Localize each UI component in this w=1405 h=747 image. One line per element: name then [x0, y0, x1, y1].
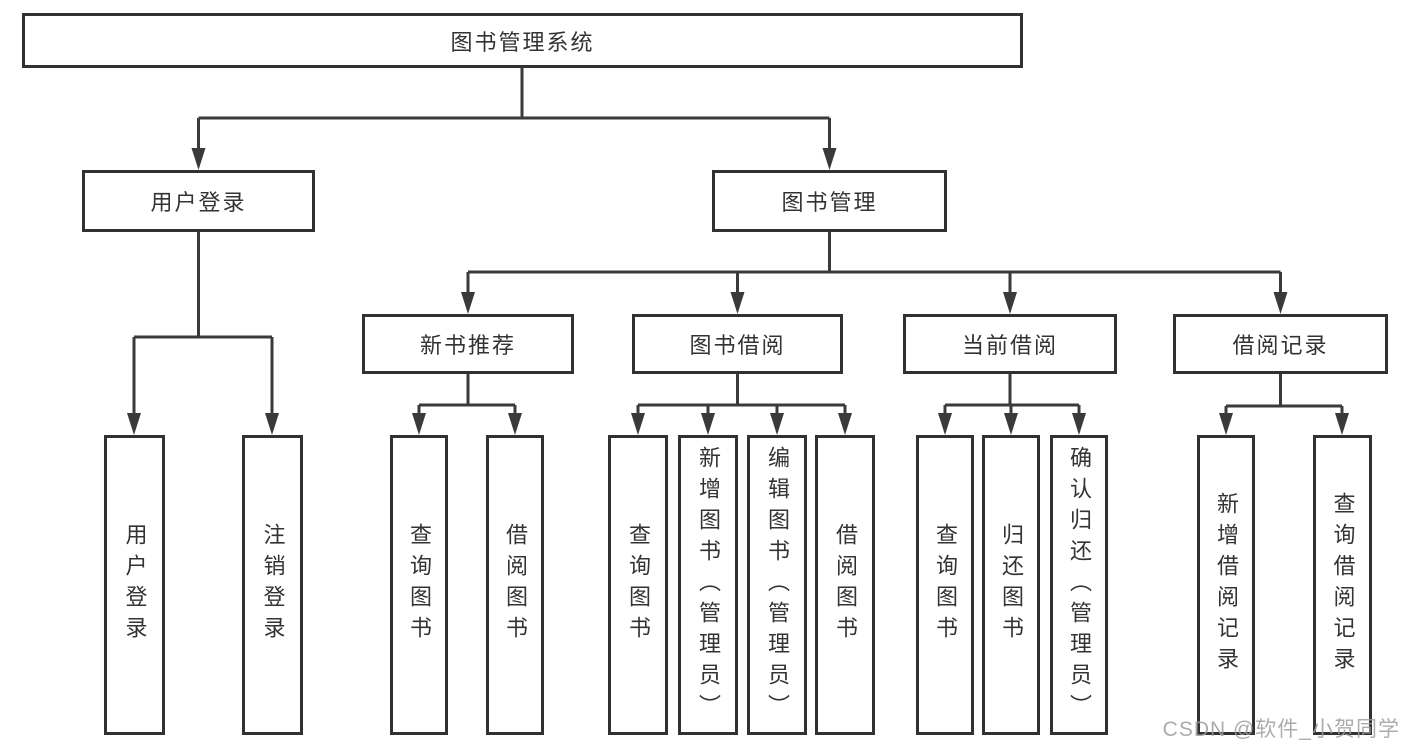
- leaf-edit-book-admin-label: 编辑图书（管理员）: [765, 445, 790, 725]
- leaf-user-login: 用户登录: [104, 435, 165, 735]
- leaf-add-borrow-record: 新增借阅记录: [1197, 435, 1255, 735]
- leaf-query-books-borrow: 查询图书: [608, 435, 668, 735]
- leaf-borrow-books: 借阅图书: [815, 435, 875, 735]
- leaf-query-books-recommend-label: 查询图书: [407, 523, 432, 647]
- node-current-borrow: 当前借阅: [903, 314, 1117, 374]
- leaf-logout: 注销登录: [242, 435, 303, 735]
- leaf-borrow-books-recommend: 借阅图书: [486, 435, 544, 735]
- leaf-query-books-recommend: 查询图书: [390, 435, 448, 735]
- leaf-edit-book-admin: 编辑图书（管理员）: [747, 435, 807, 735]
- leaf-add-borrow-record-label: 新增借阅记录: [1214, 492, 1239, 678]
- leaf-query-borrow-record: 查询借阅记录: [1313, 435, 1372, 735]
- leaf-add-book-admin: 新增图书（管理员）: [678, 435, 738, 735]
- node-user-login: 用户登录: [82, 170, 315, 232]
- node-book-borrow: 图书借阅: [632, 314, 843, 374]
- leaf-return-books: 归还图书: [982, 435, 1040, 735]
- csdn-watermark: CSDN @软件_小贺同学: [1162, 718, 1400, 741]
- leaf-borrow-books-label: 借阅图书: [833, 523, 858, 647]
- leaf-confirm-return-admin: 确认归还（管理员）: [1050, 435, 1108, 735]
- leaf-user-login-label: 用户登录: [122, 523, 148, 647]
- node-root-library-system: 图书管理系统: [22, 13, 1023, 68]
- leaf-query-books-current-label: 查询图书: [933, 523, 958, 647]
- node-book-management: 图书管理: [712, 170, 947, 232]
- leaf-logout-label: 注销登录: [260, 523, 286, 647]
- leaf-add-book-admin-label: 新增图书（管理员）: [696, 445, 721, 725]
- node-new-book-recommend: 新书推荐: [362, 314, 574, 374]
- leaf-query-books-current: 查询图书: [916, 435, 974, 735]
- leaf-borrow-books-recommend-label: 借阅图书: [503, 523, 528, 647]
- node-borrow-records: 借阅记录: [1173, 314, 1388, 374]
- leaf-confirm-return-admin-label: 确认归还（管理员）: [1067, 445, 1092, 725]
- leaf-query-books-borrow-label: 查询图书: [626, 523, 651, 647]
- leaf-query-borrow-record-label: 查询借阅记录: [1330, 492, 1356, 678]
- leaf-return-books-label: 归还图书: [999, 523, 1024, 647]
